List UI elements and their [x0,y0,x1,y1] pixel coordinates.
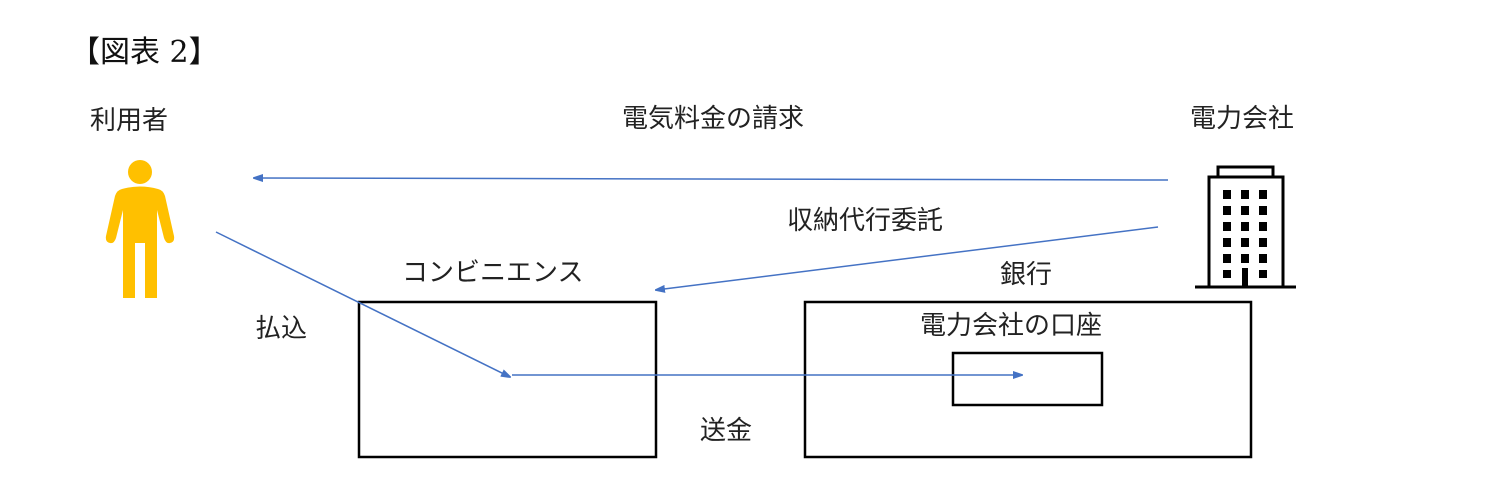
payment-label: 払込 [255,314,308,344]
account-box [951,351,1104,407]
billing-label: 電気料金の請求 [622,104,805,134]
building-icon [1195,165,1296,289]
payment-arrow [215,231,510,377]
convenience-store-box [357,300,658,459]
collection-agency-arrow [656,226,1159,290]
person-icon [105,160,175,298]
convenience-store-label: コンビニエンス [402,258,584,288]
remittance-label: 送金 [700,416,753,446]
company-account-label: 電力会社の口座 [920,311,1103,341]
figure-title: 【図表 2】 [70,35,219,70]
power-company-label: 電力会社 [1190,104,1295,134]
billing-arrow [254,178,1169,180]
bank-box [803,300,1253,459]
bank-label: 銀行 [1000,260,1053,290]
user-label: 利用者 [90,106,169,136]
collection-agency-label: 収納代行委託 [787,206,944,236]
